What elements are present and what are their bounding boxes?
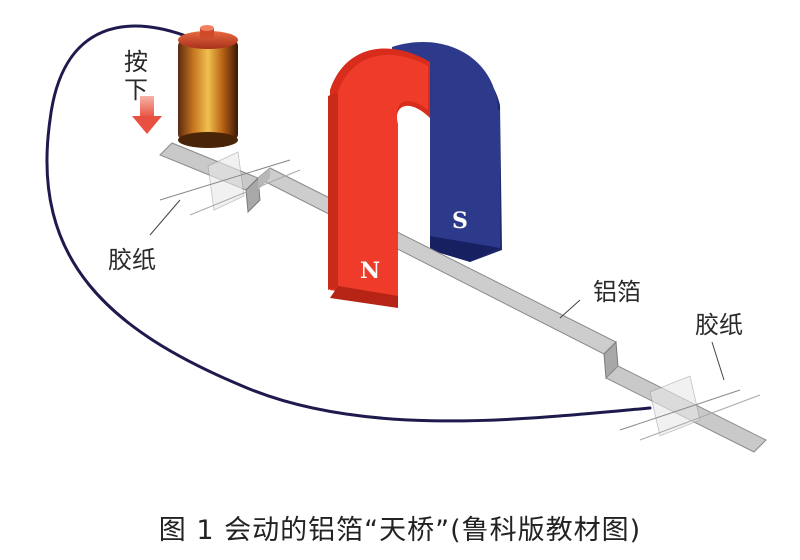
tape-left <box>159 151 301 216</box>
figure-caption: 图 1 会动的铝箔“天桥”(鲁科版教材图) <box>158 515 642 546</box>
wire <box>45 24 652 423</box>
pole-n-label: N <box>360 258 380 284</box>
tape-left-label: 胶纸 <box>108 246 156 274</box>
foil-label: 铝箔 <box>593 278 641 306</box>
leader-tape-right <box>711 341 725 381</box>
leader-tape-left <box>149 199 181 236</box>
leader-foil <box>559 299 581 319</box>
press-arrow-icon <box>132 96 162 134</box>
magnet-n-arm <box>338 54 428 297</box>
battery <box>178 25 238 148</box>
tape-right <box>619 375 761 441</box>
tape-right-label: 胶纸 <box>695 311 743 339</box>
press-label: 按下 <box>124 48 148 104</box>
magnet-n-part <box>328 48 430 308</box>
pole-s-label: S <box>452 208 468 234</box>
